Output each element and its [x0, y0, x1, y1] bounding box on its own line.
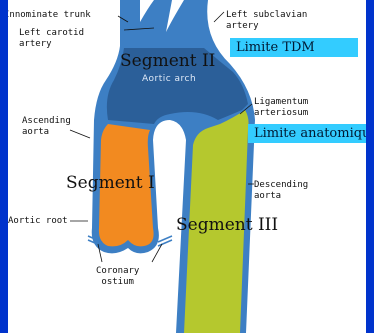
limite-anatomique-callout: Limite anatomique: [248, 124, 366, 143]
label-innominate-trunk: Innominate trunk: [8, 10, 91, 21]
label-ligamentum-arteriosum: Ligamentum arteriosum: [254, 97, 308, 119]
aortic-arch-label: Aortic arch: [142, 74, 196, 84]
segment-i-label: Segment I: [66, 173, 155, 193]
label-descending-aorta: Descending aorta: [254, 180, 308, 202]
label-left-carotid-artery: Left carotid artery: [19, 28, 84, 50]
diagram-panel: Innominate trunk Left carotid artery Lef…: [8, 0, 366, 333]
label-coronary-ostium: Coronary ostium: [96, 266, 139, 288]
label-ascending-aorta: Ascending aorta: [22, 116, 71, 138]
label-aortic-root: Aortic root: [8, 216, 68, 227]
limite-tdm-callout: Limite TDM: [230, 38, 358, 57]
segment-iii-label: Segment III: [176, 215, 278, 235]
segment-ii-label: Segment II: [120, 51, 215, 71]
label-left-subclavian-artery: Left subclavian artery: [226, 10, 307, 32]
